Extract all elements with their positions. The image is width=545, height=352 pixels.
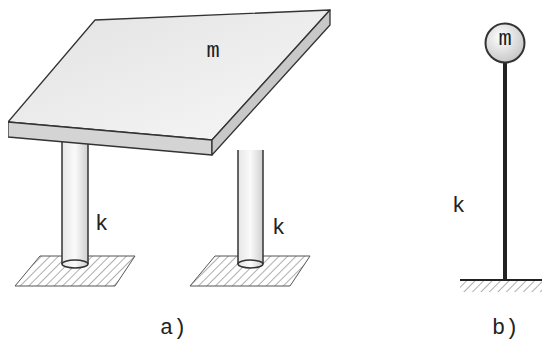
- stiffness-label: k: [452, 196, 465, 218]
- mass-label: m: [498, 29, 511, 51]
- column: [62, 140, 88, 268]
- slab-shape: [8, 8, 332, 158]
- subfigure-label: b): [492, 318, 518, 340]
- fixed-support: [15, 256, 135, 286]
- stiffness-label: k: [95, 214, 108, 236]
- subfigure-label: a): [160, 318, 186, 340]
- mass-label: m: [206, 41, 219, 63]
- ground-line: [460, 279, 542, 281]
- column: [238, 150, 263, 268]
- ground-hatch: [460, 280, 542, 292]
- fixed-support: [190, 256, 310, 286]
- stiffness-label: k: [272, 218, 285, 240]
- column-line: [503, 60, 507, 280]
- slab-mass: m: [8, 8, 332, 158]
- lumped-mass: m: [484, 22, 526, 64]
